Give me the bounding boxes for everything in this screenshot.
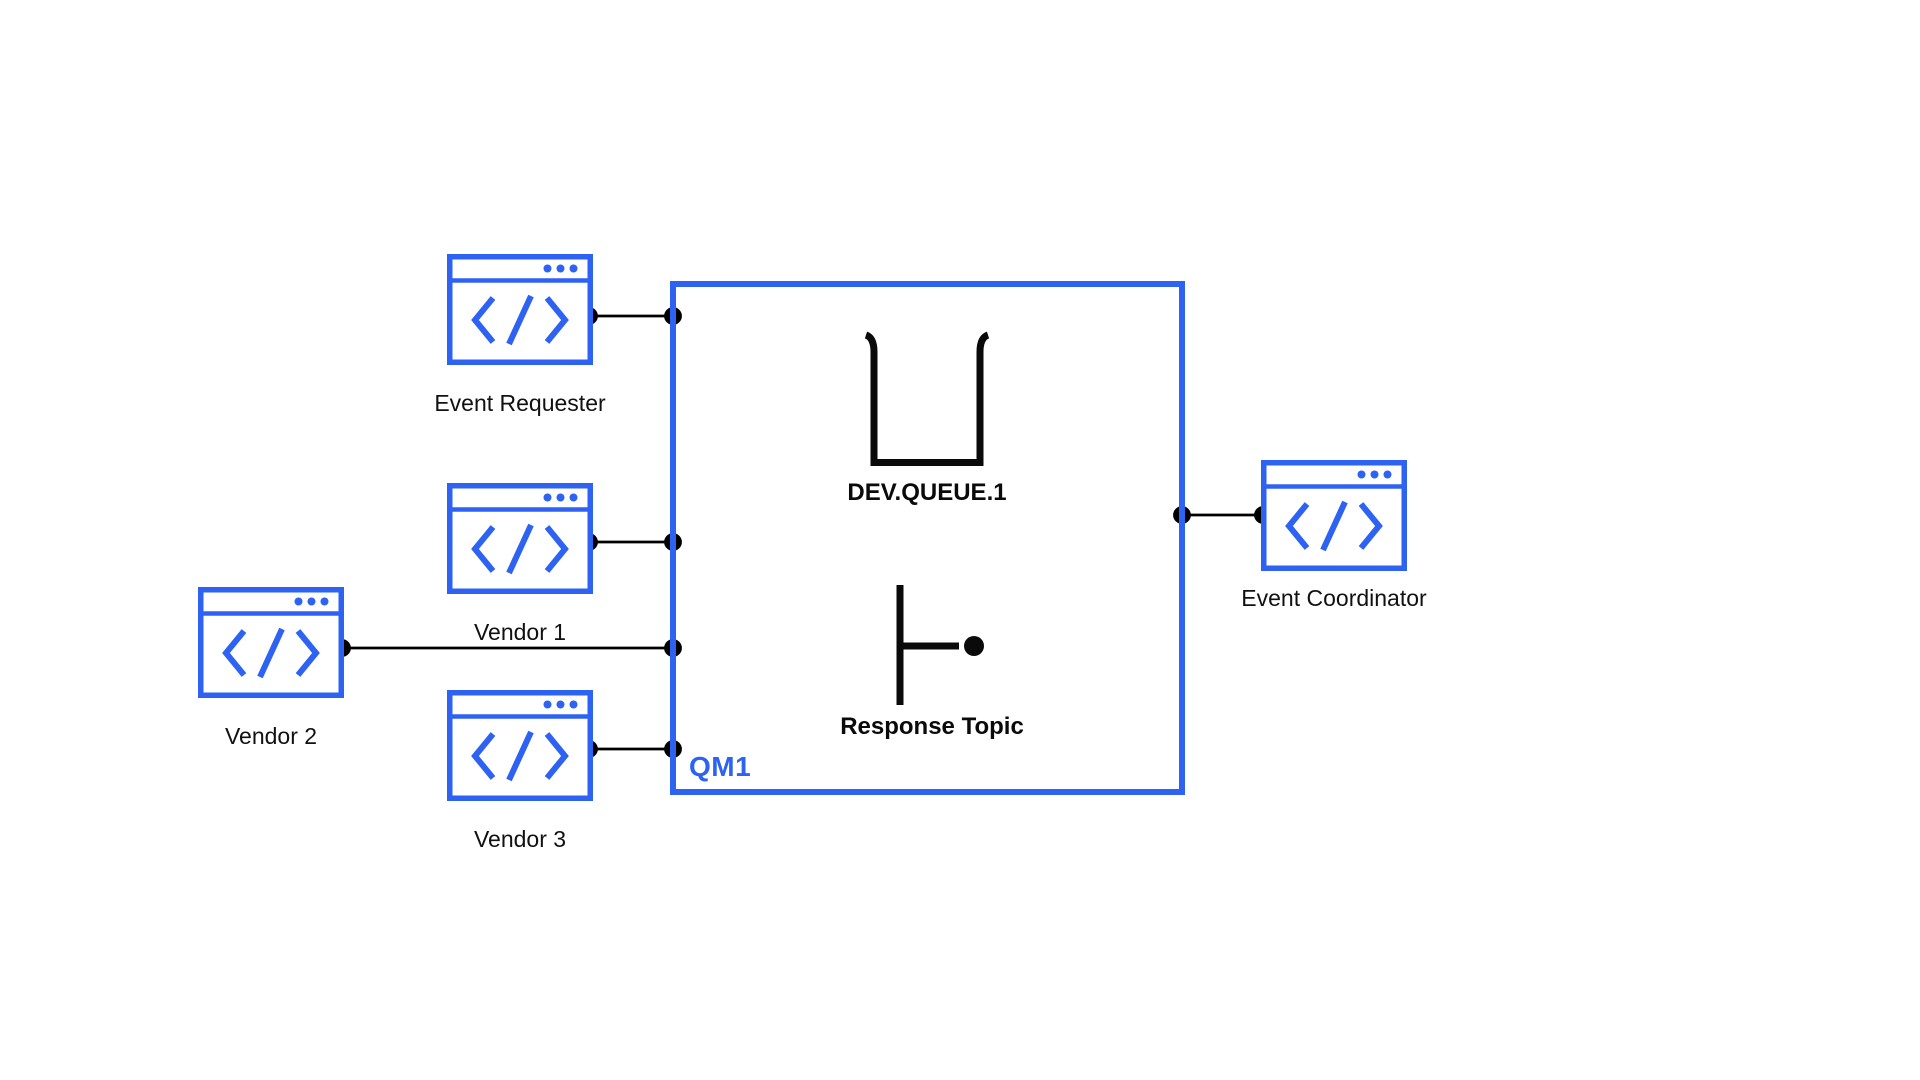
app-node-event-requester: Event Requester xyxy=(400,254,640,417)
queue-manager-box: QM1 xyxy=(670,281,1185,795)
topic-icon xyxy=(896,585,984,705)
app-node-event-coordinator: Event Coordinator xyxy=(1214,460,1454,612)
app-label: Vendor 3 xyxy=(473,826,567,852)
app-label: Vendor 2 xyxy=(224,723,318,749)
app-node-vendor-1: Vendor 1 xyxy=(400,483,640,646)
app-label: Vendor 1 xyxy=(473,619,567,645)
queue-manager-label: QM1 xyxy=(689,751,752,782)
queue-label: DEV.QUEUE.1 xyxy=(847,479,1007,506)
app-node-vendor-2: Vendor 2 xyxy=(151,587,391,750)
topic-label: Response Topic xyxy=(840,713,1024,740)
app-label: Event Coordinator xyxy=(1241,585,1427,611)
code-window-icon xyxy=(447,690,593,801)
queue-node: DEV.QUEUE.1 xyxy=(817,330,1037,507)
code-window-icon xyxy=(447,254,593,365)
topic-node: Response Topic xyxy=(822,583,1042,741)
queue-icon xyxy=(864,331,990,466)
code-window-icon xyxy=(447,483,593,594)
app-node-vendor-3: Vendor 3 xyxy=(400,690,640,853)
app-label: Event Requester xyxy=(434,390,606,416)
topic-icon-wrap xyxy=(822,583,1042,711)
code-window-icon xyxy=(198,587,344,698)
code-window-icon xyxy=(1261,460,1407,571)
